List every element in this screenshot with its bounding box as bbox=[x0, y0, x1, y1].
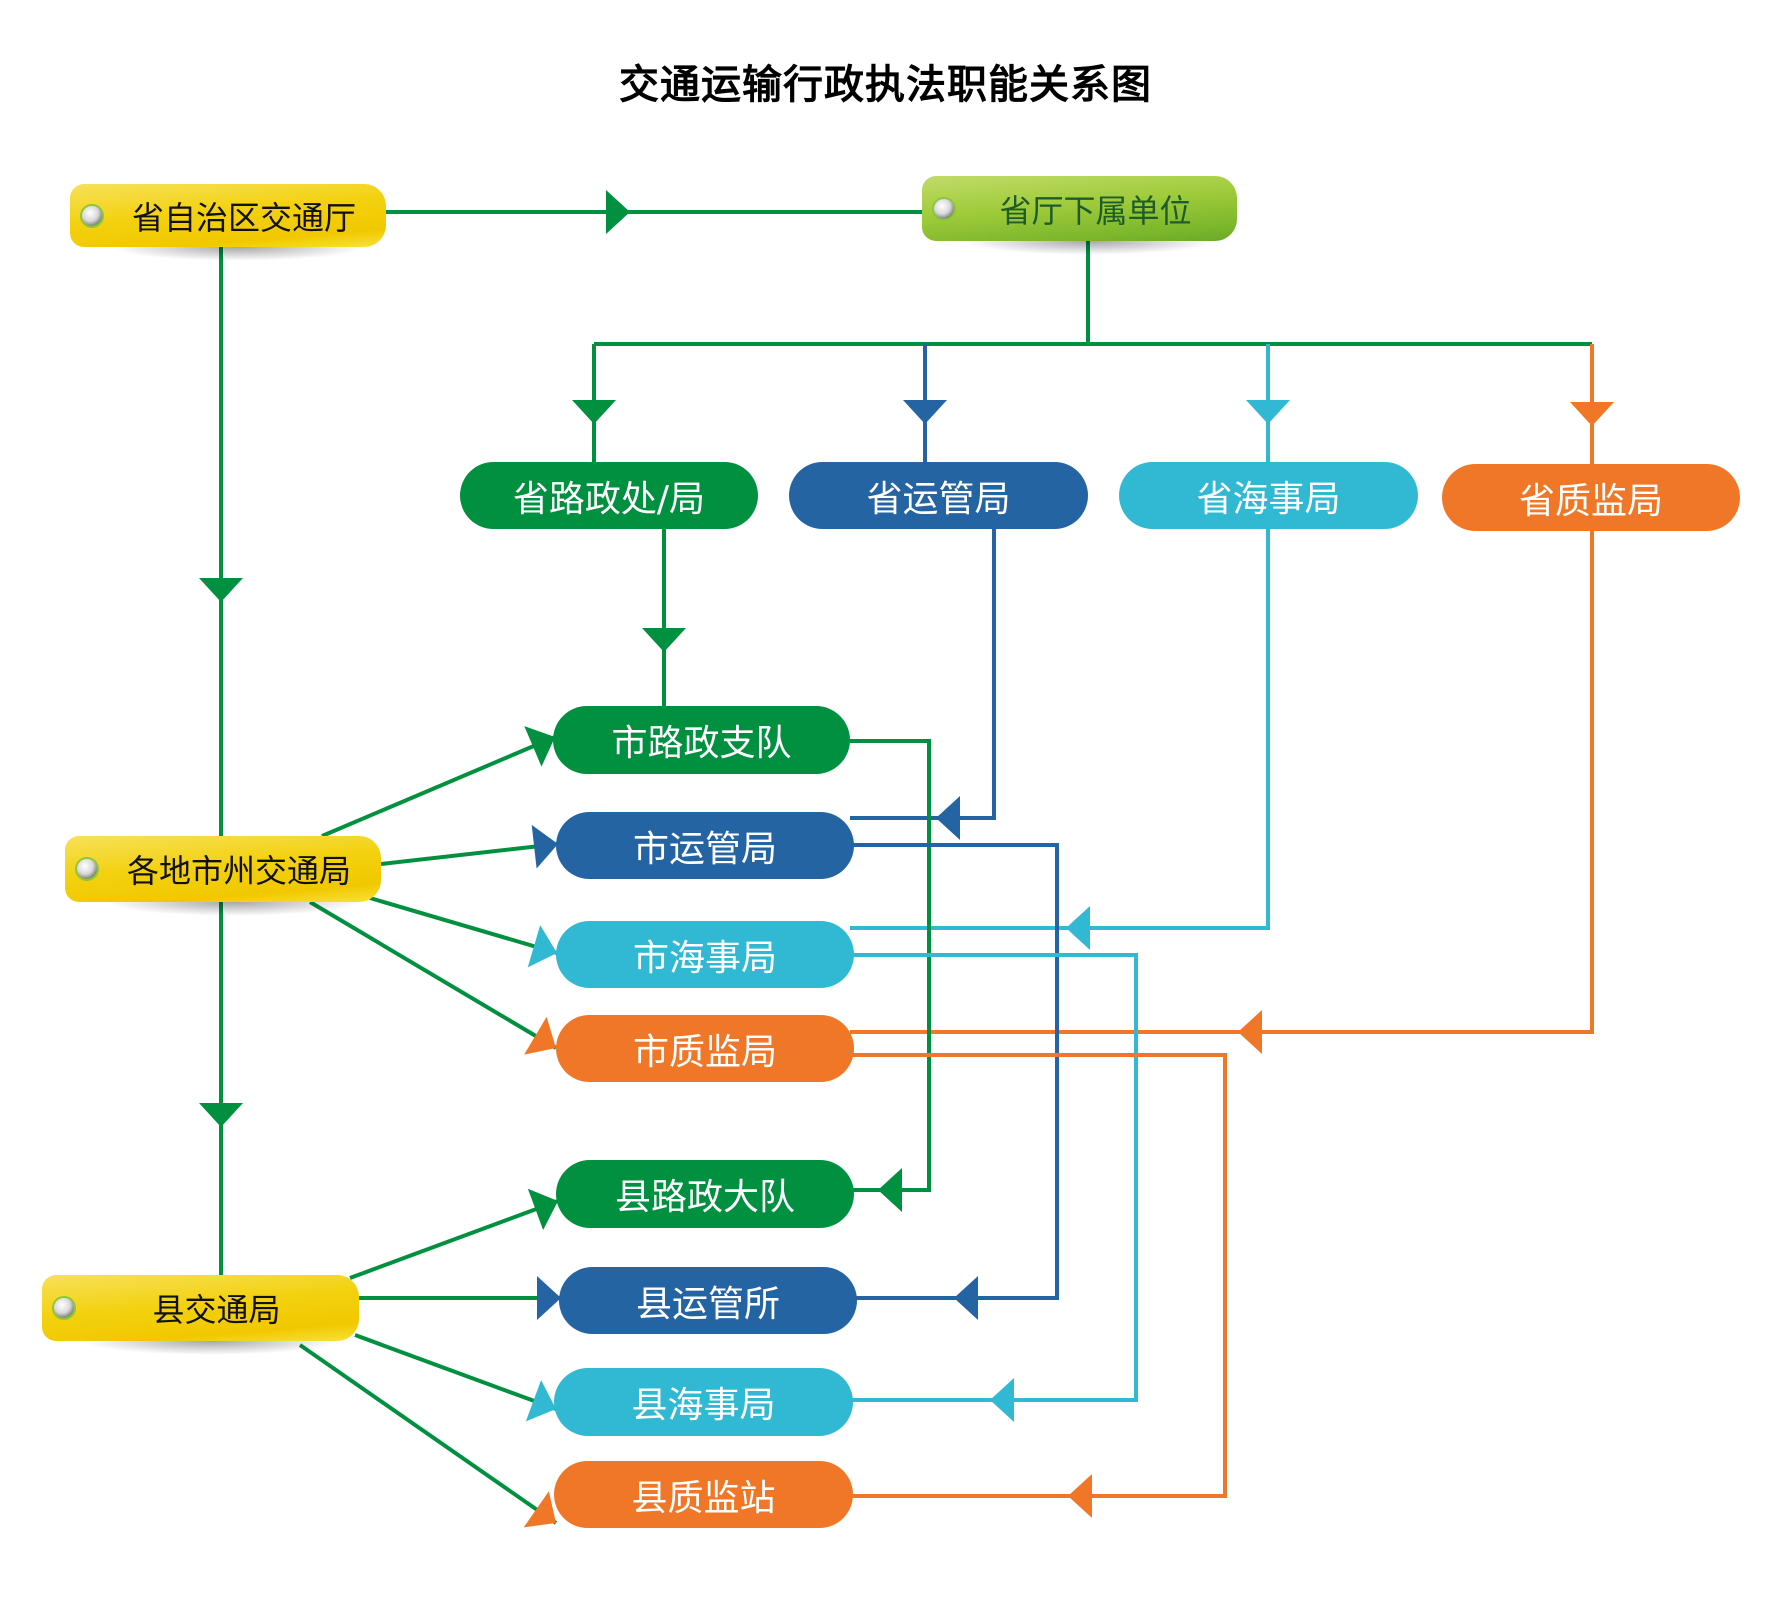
arrow-right-icon bbox=[606, 190, 630, 234]
arrow-down-icon bbox=[199, 1103, 243, 1127]
arrow-icon bbox=[525, 1380, 556, 1422]
arrow-left-icon bbox=[878, 1168, 902, 1212]
edge-city-quality-to-county-quality bbox=[851, 1053, 1227, 1498]
node-label: 县交通局 bbox=[152, 1291, 281, 1329]
arrow-icon bbox=[527, 925, 557, 968]
node-provincial-dept[interactable]: 省自治区交通厅 bbox=[70, 184, 386, 261]
edge-prov-transport-to-city-transport bbox=[850, 529, 996, 820]
node-county-bureau[interactable]: 县交通局 bbox=[42, 1275, 359, 1355]
arrow-icon bbox=[524, 726, 555, 767]
node-provincial-road[interactable]: 省路政处/局 bbox=[460, 462, 758, 529]
bead-icon bbox=[54, 1298, 74, 1318]
arrow-left-icon bbox=[990, 1378, 1014, 1422]
arrow-left-icon bbox=[1238, 1010, 1262, 1054]
arrow-icon bbox=[531, 824, 558, 869]
node-city-quality[interactable]: 市质监局 bbox=[556, 1015, 854, 1082]
node-provincial-maritime[interactable]: 省海事局 bbox=[1119, 462, 1418, 529]
arrow-down-icon bbox=[903, 400, 947, 424]
arrow-left-icon bbox=[1066, 906, 1090, 950]
arrow-left-icon bbox=[936, 796, 960, 840]
node-provincial-quality[interactable]: 省质监局 bbox=[1442, 464, 1740, 531]
bead-icon bbox=[934, 198, 954, 219]
node-label: 各地市州交通局 bbox=[126, 852, 351, 890]
arrow-icon bbox=[524, 1016, 556, 1055]
node-label: 省厅下属单位 bbox=[999, 191, 1192, 230]
arrow-icon bbox=[523, 1491, 556, 1528]
arrow-down-icon bbox=[1570, 402, 1614, 426]
edge-county-bureau-to-county-road bbox=[349, 1199, 559, 1280]
diagram-title: 交通运输行政执法职能关系图 bbox=[619, 62, 1152, 108]
edge-prov-maritime-to-city-maritime bbox=[850, 529, 1270, 930]
node-city-maritime[interactable]: 市海事局 bbox=[556, 921, 854, 988]
bead-icon bbox=[77, 859, 97, 879]
arrow-down-icon bbox=[642, 628, 686, 652]
node-county-maritime[interactable]: 县海事局 bbox=[554, 1368, 853, 1436]
edge-county-bureau-to-county-quality bbox=[298, 1343, 558, 1525]
node-city-bureau[interactable]: 各地市州交通局 bbox=[65, 836, 381, 916]
arrow-icon bbox=[527, 1188, 558, 1230]
node-provincial-subunits[interactable]: 省厅下属单位 bbox=[922, 176, 1237, 255]
edge-prov-quality-to-city-quality bbox=[850, 531, 1594, 1034]
edge-city-bureau-to-city-quality bbox=[308, 900, 558, 1050]
edge-county-bureau-to-county-maritime bbox=[354, 1333, 557, 1411]
arrow-icon bbox=[537, 1276, 561, 1320]
arrow-down-icon bbox=[1246, 400, 1290, 424]
arrow-down-icon bbox=[572, 400, 616, 424]
bead-icon bbox=[82, 205, 102, 226]
node-label: 省自治区交通厅 bbox=[131, 198, 356, 237]
node-county-transport[interactable]: 县运管所 bbox=[559, 1267, 857, 1334]
edge-city-road-to-county-road bbox=[846, 739, 931, 1192]
node-county-road[interactable]: 县路政大队 bbox=[556, 1160, 854, 1228]
arrow-left-icon bbox=[954, 1276, 978, 1320]
arrow-down-icon bbox=[199, 578, 243, 602]
node-city-road[interactable]: 市路政支队 bbox=[553, 706, 850, 774]
edge-city-bureau-to-city-road bbox=[321, 735, 556, 838]
node-city-transport[interactable]: 市运管局 bbox=[556, 812, 854, 879]
arrow-left-icon bbox=[1068, 1474, 1092, 1518]
node-county-quality[interactable]: 县质监站 bbox=[554, 1461, 853, 1528]
edge-city-bureau-to-city-transport bbox=[380, 842, 559, 866]
edge-city-transport-to-county-transport bbox=[852, 843, 1059, 1300]
edge-city-bureau-to-city-maritime bbox=[369, 896, 558, 955]
node-provincial-transport[interactable]: 省运管局 bbox=[789, 462, 1088, 529]
